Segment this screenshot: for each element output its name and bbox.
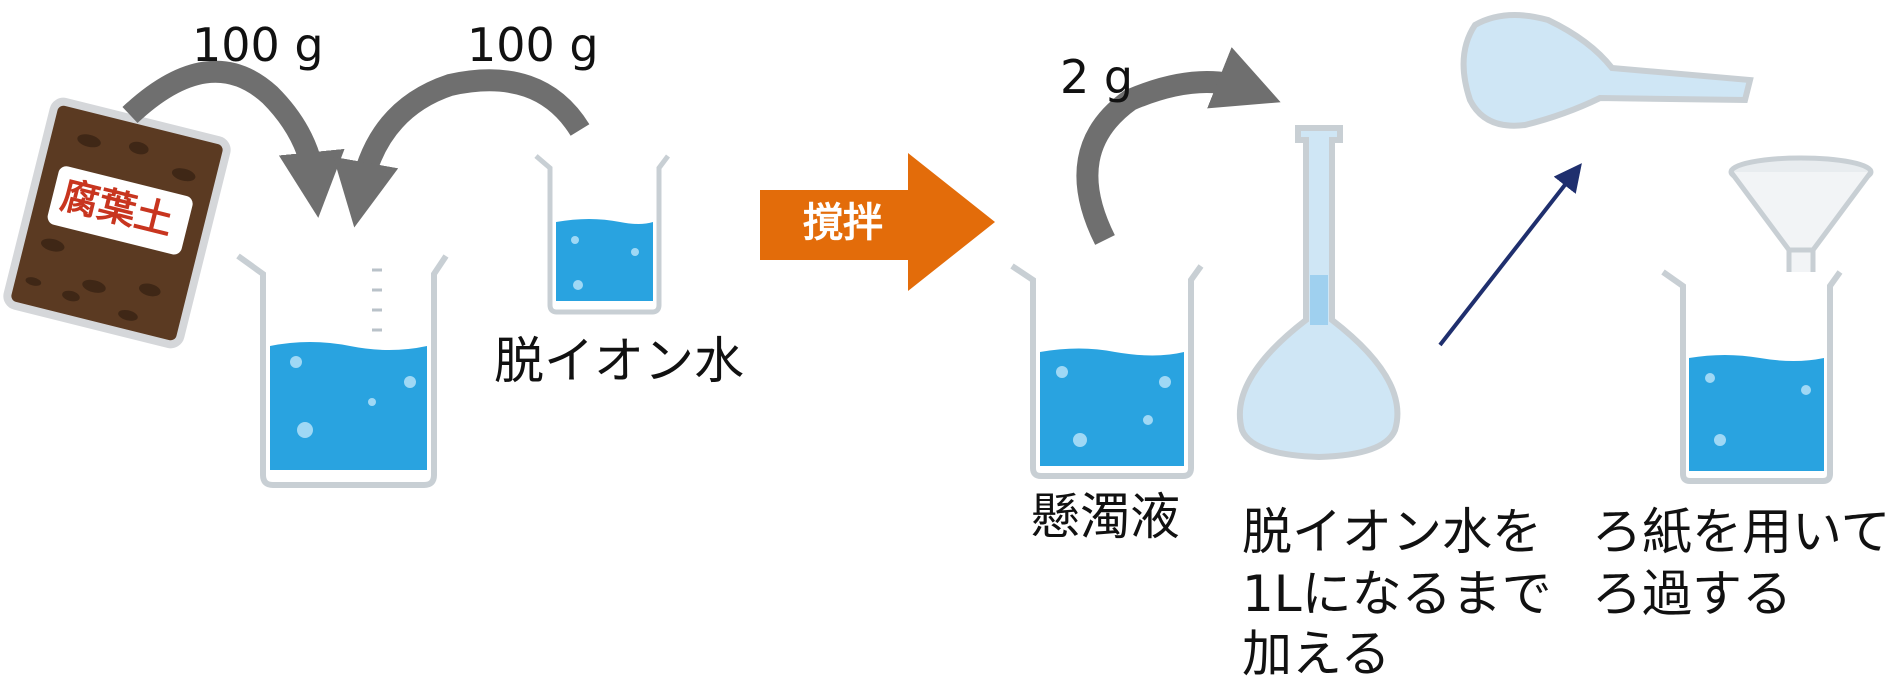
beaker-filtrate-icon bbox=[1661, 269, 1843, 484]
curved-arrow-soil bbox=[122, 60, 345, 218]
suspension-label: 懸濁液 bbox=[1030, 488, 1180, 546]
transfer-arrow bbox=[1438, 163, 1582, 347]
filter-step-line-2: ろ過する bbox=[1592, 565, 1792, 623]
beaker-water-icon bbox=[534, 154, 670, 315]
water-name-label: 脱イオン水 bbox=[494, 332, 744, 390]
beaker-suspension-icon bbox=[1010, 263, 1204, 479]
water-mass-label: 100 g bbox=[467, 18, 599, 72]
curved-arrow-water bbox=[333, 69, 590, 228]
stir-label: 撹拌 bbox=[803, 200, 883, 246]
soil-mass-label: 100 g bbox=[192, 18, 324, 72]
soil-bag-icon bbox=[3, 97, 231, 349]
dilute-step-line-1: 脱イオン水を bbox=[1242, 503, 1542, 561]
stir-arrow bbox=[760, 153, 995, 291]
volumetric-flask-icon bbox=[1236, 125, 1401, 461]
filter-step-line-1: ろ紙を用いて bbox=[1592, 503, 1886, 561]
dilute-step-line-3: 加える bbox=[1242, 625, 1391, 680]
curved-arrow-sample bbox=[1076, 47, 1281, 245]
pouring-flask-icon bbox=[1460, 12, 1754, 129]
sample-mass-label: 2 g bbox=[1060, 50, 1134, 104]
beaker-mix-icon bbox=[236, 253, 449, 488]
dilute-step-line-2: 1Lになるまで bbox=[1242, 565, 1552, 623]
